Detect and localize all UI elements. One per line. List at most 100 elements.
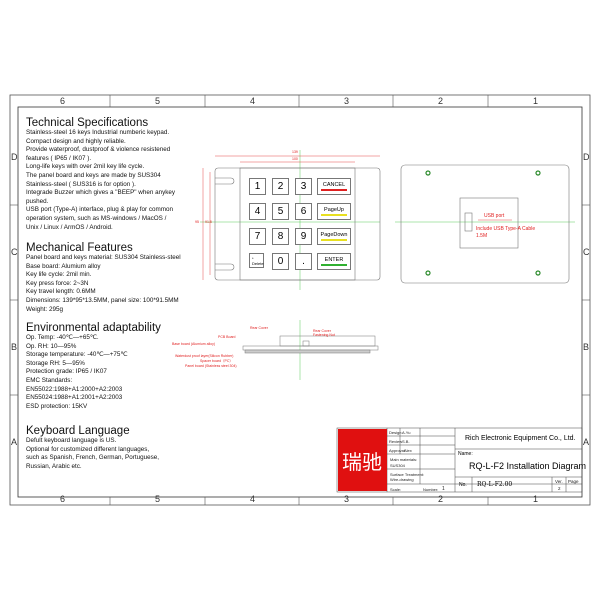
- side-label: Rear Cover: [250, 326, 268, 330]
- review-label: Review: [389, 439, 403, 444]
- col-label: 2: [438, 494, 444, 504]
- key-label: PageUp: [324, 207, 344, 213]
- spec-line: Storage RH: 5—95%: [26, 359, 85, 367]
- spec-line: Key travel length: 0.6MM: [26, 288, 96, 296]
- key-7[interactable]: 7: [249, 228, 266, 245]
- company-logo: [338, 429, 387, 491]
- spec-line: The panel board and keys are made by SUS…: [26, 171, 161, 179]
- key-0[interactable]: 0: [272, 253, 289, 270]
- logo-text: 瑞驰: [342, 450, 382, 474]
- key-1[interactable]: 1: [249, 178, 266, 195]
- env-lines: Op. Temp: -40℃—+65℃.Op. RH: 10—95%Storag…: [26, 334, 161, 411]
- approval-value: Alex: [404, 448, 412, 453]
- spec-line: Panel board and keys material: SUS304 St…: [26, 254, 181, 261]
- spec-line: Key press force: 2~3N: [26, 279, 89, 287]
- col-label: 4: [250, 494, 256, 504]
- ver-label: Ver.: [555, 479, 563, 484]
- col-label: 4: [250, 96, 256, 106]
- spec-line: Russian, Arabic etc.: [26, 462, 82, 470]
- key-color-bar: [321, 264, 347, 266]
- delete-key[interactable]: *Delete: [249, 253, 264, 268]
- material-value: SUS304: [390, 463, 405, 468]
- side-label: Waterdust proof layer(Silicon Rubber): [175, 354, 234, 358]
- key-pageup[interactable]: PageUp: [317, 203, 351, 220]
- key-4[interactable]: 4: [249, 203, 266, 220]
- delete-label: Delete: [252, 260, 264, 266]
- name-label: Name:: [458, 451, 473, 457]
- mech-features: Mechanical Features Panel board and keys…: [26, 242, 181, 314]
- surface-label: Surface Treatment:: [390, 472, 425, 477]
- drawing-name: RQ-L-F2 Installation Diagram: [469, 461, 587, 471]
- number-label: Number:: [423, 487, 439, 492]
- row-label: C: [583, 247, 590, 257]
- key-pagedown[interactable]: PageDown: [317, 228, 351, 245]
- side-label: PCB Board: [218, 335, 236, 339]
- section-title: Environmental adaptability: [26, 322, 161, 334]
- key-label: PageDown: [320, 232, 348, 238]
- col-label: 6: [60, 494, 66, 504]
- star-label: *: [252, 255, 254, 261]
- mech-lines: Panel board and keys material: SUS304 St…: [26, 254, 181, 314]
- design-value: A.Yu: [402, 430, 411, 435]
- key-.[interactable]: .: [295, 253, 312, 270]
- page-label: Page: [568, 479, 579, 484]
- key-9[interactable]: 9: [295, 228, 312, 245]
- side-label: Panel board (Stainless steel 304): [185, 364, 237, 368]
- spec-line: EN55022:1988+A1:2000+A2:2003: [26, 385, 123, 393]
- col-label: 2: [438, 96, 444, 106]
- spec-line: Protection grade: IP65 / IK07: [26, 368, 107, 376]
- spec-line: Storage temperature: -40℃—+75℃: [26, 351, 128, 359]
- material-label: Main materials:: [390, 457, 418, 462]
- side-label: Spacer board（PC）: [200, 359, 233, 363]
- spec-line: ESD protection: 15KV: [26, 402, 88, 410]
- spec-line: Optional for customized different langua…: [26, 445, 150, 453]
- spec-line: Provide waterproof, dustproof & violence…: [26, 146, 171, 154]
- col-label: 3: [344, 494, 350, 504]
- key-3[interactable]: 3: [295, 178, 312, 195]
- key-enter[interactable]: ENTER: [317, 253, 351, 270]
- key-cancel[interactable]: CANCEL: [317, 178, 351, 195]
- key-5[interactable]: 5: [272, 203, 289, 220]
- spec-line: Op. RH: 10—95%: [26, 342, 77, 350]
- lang-lines: Defult keyboard language is US.Optional …: [26, 437, 159, 471]
- tech-lines: Stainless-steel 16 keys Industrial numbe…: [26, 129, 175, 232]
- dim-outer: 139: [292, 150, 298, 154]
- design-label: Design: [389, 430, 402, 435]
- cable-length: 1.5M: [476, 233, 488, 239]
- spec-line: EMC Standards:: [26, 376, 73, 384]
- spec-line: Op. Temp: -40℃—+65℃.: [26, 334, 99, 341]
- scale-label: Scale:: [390, 487, 402, 492]
- section-title: Keyboard Language: [26, 425, 130, 437]
- side-label: Base board (Alumium alloy): [172, 342, 215, 346]
- col-label: 6: [60, 96, 66, 106]
- spec-line: EN55024:1988+A1:2001+A2:2003: [26, 394, 123, 402]
- key-6[interactable]: 6: [295, 203, 312, 220]
- row-label: B: [11, 342, 18, 352]
- ver-value: 2: [558, 486, 561, 491]
- spec-line: operation system, such as MS-windows / M…: [26, 214, 167, 222]
- col-label: 1: [533, 494, 539, 504]
- spec-line: pushed.: [26, 197, 49, 205]
- side-label: Rear Cover Fastening Nut: [313, 329, 335, 337]
- row-label: C: [11, 247, 18, 257]
- tech-specs: Technical Specifications Stainless-steel…: [26, 117, 175, 232]
- row-label: A: [583, 437, 590, 447]
- key-8[interactable]: 8: [272, 228, 289, 245]
- dim-height: 95: [195, 220, 199, 224]
- spec-line: Stainless-steel ( SUS316 is for option )…: [26, 180, 136, 188]
- surface-value: Wire-drawing: [390, 477, 414, 482]
- row-label: A: [11, 437, 18, 447]
- row-label: D: [11, 152, 18, 162]
- row-label: B: [583, 342, 590, 352]
- col-label: 5: [155, 96, 161, 106]
- cable-label: Include USB Type-A Cable: [476, 226, 536, 232]
- key-2[interactable]: 2: [272, 178, 289, 195]
- spec-line: Defult keyboard language is US.: [26, 437, 117, 444]
- section-title: Mechanical Features: [26, 242, 133, 254]
- spec-line: Weight: 295g: [26, 305, 63, 313]
- approval-label: Approval: [389, 448, 405, 453]
- spec-line: Key life cycle: 2mil min.: [26, 271, 92, 279]
- spec-line: Unix / Linux / ArmOS / Android.: [26, 223, 113, 231]
